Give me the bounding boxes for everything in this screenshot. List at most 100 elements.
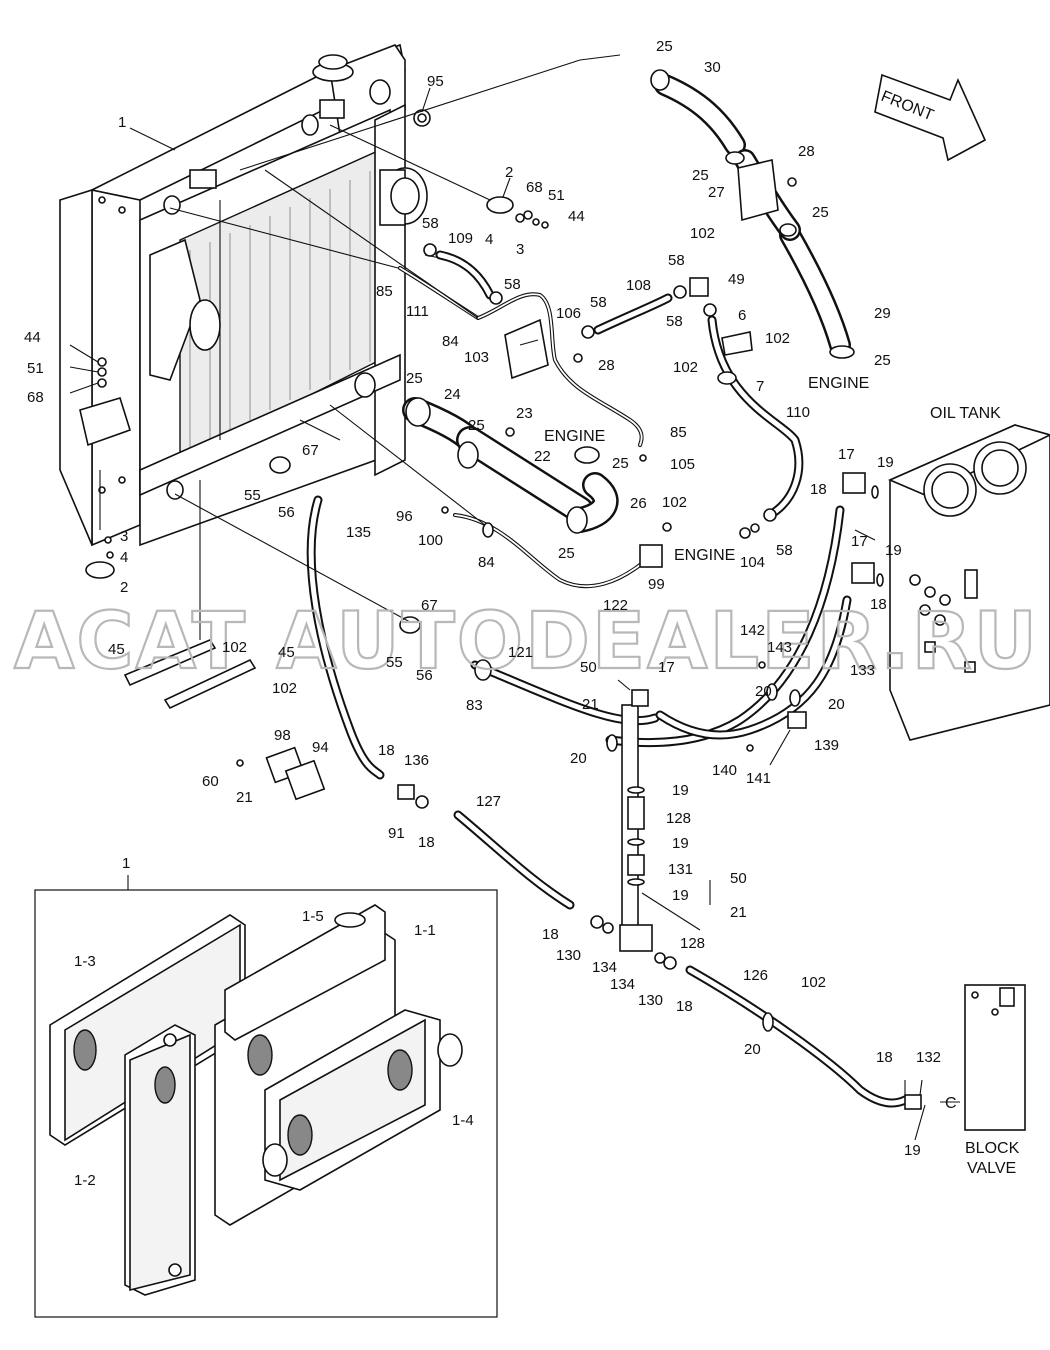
callout: 21 bbox=[582, 696, 599, 713]
callout: 1-5 bbox=[302, 908, 324, 925]
callout: 18 bbox=[418, 834, 435, 851]
callout: 58 bbox=[590, 294, 607, 311]
callout: 4 bbox=[485, 231, 493, 248]
callout: 25 bbox=[468, 417, 485, 434]
callout: 24 bbox=[444, 386, 461, 403]
radiator-assembly bbox=[59, 43, 428, 547]
callout: 60 bbox=[202, 773, 219, 790]
callout: 67 bbox=[302, 442, 319, 459]
callout: 19 bbox=[672, 782, 689, 799]
callout: 85 bbox=[376, 283, 393, 300]
callout: 98 bbox=[274, 727, 291, 744]
callout: 20 bbox=[828, 696, 845, 713]
callout: 50 bbox=[580, 659, 597, 676]
callout: 135 bbox=[346, 524, 371, 541]
callout-labels: 1 95 2 68 51 44 4 3 58 109 85 111 84 58 … bbox=[24, 38, 941, 1189]
callout: 3 bbox=[120, 528, 128, 545]
block-valve bbox=[940, 984, 1026, 1131]
callout: 102 bbox=[662, 494, 687, 511]
callout: 20 bbox=[755, 683, 772, 700]
callout: 1 bbox=[118, 114, 126, 131]
callout: 128 bbox=[666, 810, 691, 827]
callout: 84 bbox=[442, 333, 459, 350]
callout: 99 bbox=[648, 576, 665, 593]
callout: 127 bbox=[476, 793, 501, 810]
callout: 25 bbox=[612, 455, 629, 472]
callout: 68 bbox=[27, 389, 44, 406]
callout: 102 bbox=[222, 639, 247, 656]
callout: 2 bbox=[120, 579, 128, 596]
callout: 29 bbox=[874, 305, 891, 322]
callout: 28 bbox=[598, 357, 615, 374]
callout: 25 bbox=[558, 545, 575, 562]
engine-label-1: ENGINE bbox=[808, 375, 869, 392]
callout: 55 bbox=[244, 487, 261, 504]
callout: 1-3 bbox=[74, 953, 96, 970]
callout: 102 bbox=[673, 359, 698, 376]
leader-lines bbox=[69, 54, 926, 1141]
callout: 95 bbox=[427, 73, 444, 90]
callout: 110 bbox=[786, 404, 810, 421]
watermark: ACAT AUTODEALER.RU bbox=[14, 597, 1039, 687]
callout: 21 bbox=[236, 789, 253, 806]
callout: 25 bbox=[656, 38, 673, 55]
callout: 94 bbox=[312, 739, 329, 756]
callout: 102 bbox=[690, 225, 715, 242]
callout: 19 bbox=[672, 835, 689, 852]
callout: 21 bbox=[730, 904, 747, 921]
callout: 136 bbox=[404, 752, 429, 769]
front-arrow bbox=[874, 73, 987, 162]
inset-exploded-view bbox=[34, 889, 498, 1318]
callout: 44 bbox=[24, 329, 41, 346]
callout: 111 bbox=[406, 303, 429, 320]
oil-tank-label: OIL TANK bbox=[930, 405, 1001, 422]
callout: 141 bbox=[746, 770, 771, 787]
fittings bbox=[85, 69, 922, 1110]
callout: 19 bbox=[877, 454, 894, 471]
callout: 25 bbox=[406, 370, 423, 387]
callout: 49 bbox=[728, 271, 745, 288]
callout: 19 bbox=[904, 1142, 921, 1159]
callout: 50 bbox=[730, 870, 747, 887]
callout: 20 bbox=[570, 750, 587, 767]
callout: 121 bbox=[508, 644, 533, 661]
callout: 83 bbox=[466, 697, 483, 714]
callout: 1-2 bbox=[74, 1172, 96, 1189]
callout: 102 bbox=[801, 974, 826, 991]
callout: 105 bbox=[670, 456, 695, 473]
callout: 17 bbox=[838, 446, 855, 463]
callout: 3 bbox=[516, 241, 524, 258]
callout: 56 bbox=[278, 504, 295, 521]
callout: 25 bbox=[812, 204, 829, 221]
callout: 130 bbox=[638, 992, 663, 1009]
callout: 19 bbox=[672, 887, 689, 904]
callout: 55 bbox=[386, 654, 403, 671]
callout: 58 bbox=[668, 252, 685, 269]
callout: 106 bbox=[556, 305, 581, 322]
callout: 1-4 bbox=[452, 1112, 474, 1129]
callout: 85 bbox=[670, 424, 687, 441]
callout: 58 bbox=[422, 215, 439, 232]
callout: 18 bbox=[876, 1049, 893, 1066]
callout: 28 bbox=[798, 143, 815, 160]
callout: 58 bbox=[504, 276, 521, 293]
callout: 58 bbox=[666, 313, 683, 330]
engine-label-2: ENGINE bbox=[544, 428, 605, 445]
callout: 17 bbox=[658, 659, 675, 676]
callout: 1 bbox=[122, 855, 130, 872]
callout: 17 bbox=[851, 533, 868, 550]
callout: 51 bbox=[548, 187, 565, 204]
callout: 131 bbox=[668, 861, 693, 878]
callout: 109 bbox=[448, 230, 473, 247]
callout: 44 bbox=[568, 208, 585, 225]
callout: 103 bbox=[464, 349, 489, 366]
callout: 104 bbox=[740, 554, 765, 571]
callout: 45 bbox=[278, 644, 295, 661]
callout: 45 bbox=[108, 641, 125, 658]
block-valve-label-1: BLOCK bbox=[965, 1140, 1020, 1157]
callout: 4 bbox=[120, 549, 128, 566]
callout: 18 bbox=[378, 742, 395, 759]
callout: 102 bbox=[765, 330, 790, 347]
callout: 20 bbox=[744, 1041, 761, 1058]
callout: 126 bbox=[743, 967, 768, 984]
